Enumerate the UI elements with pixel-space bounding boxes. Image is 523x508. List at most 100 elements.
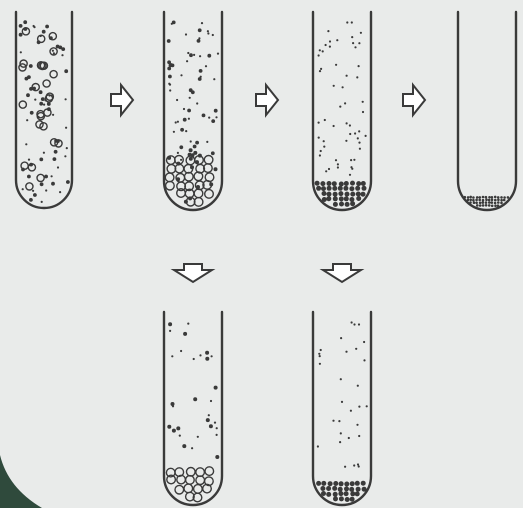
- medium-particle: [172, 429, 176, 433]
- medium-particle: [168, 75, 172, 79]
- medium-particle: [44, 175, 48, 179]
- fine-particle: [500, 202, 503, 205]
- fine-particle: [196, 102, 198, 104]
- medium-particle: [39, 90, 43, 94]
- fine-particle: [357, 463, 359, 465]
- tube-3-medium-settling: [313, 12, 371, 210]
- medium-particle: [343, 186, 348, 191]
- fine-particle: [183, 108, 185, 110]
- medium-particle: [320, 486, 325, 491]
- fine-particle: [482, 201, 485, 204]
- fine-particle: [346, 122, 348, 124]
- fine-particle: [362, 101, 364, 103]
- fine-particle: [340, 378, 342, 380]
- fine-particle: [360, 32, 362, 34]
- fine-particle: [351, 36, 353, 38]
- medium-particle: [333, 481, 338, 486]
- medium-particle: [176, 177, 180, 181]
- medium-particle: [23, 20, 27, 24]
- arrow-1-to-2: [111, 85, 133, 115]
- fine-particle: [43, 104, 45, 106]
- large-particle: [165, 173, 174, 182]
- medium-particle: [361, 181, 366, 186]
- medium-particle: [49, 36, 53, 40]
- fine-particle: [205, 65, 207, 67]
- fine-particle: [329, 46, 331, 48]
- medium-particle: [215, 455, 219, 459]
- medium-particle: [211, 151, 215, 155]
- fine-particle: [177, 152, 179, 154]
- fine-particle: [214, 422, 216, 424]
- medium-particle: [30, 111, 34, 115]
- fine-particle: [351, 168, 353, 170]
- large-particle: [166, 181, 175, 190]
- medium-particle: [350, 491, 355, 496]
- test-tube-outline: [458, 12, 516, 210]
- fine-particle: [497, 196, 500, 199]
- fine-particle: [350, 159, 352, 161]
- fine-particle: [168, 83, 170, 85]
- test-tube-outline: [313, 312, 371, 505]
- medium-particle: [356, 196, 361, 201]
- large-particle: [205, 467, 214, 476]
- fine-particle: [319, 49, 321, 51]
- medium-particle: [326, 196, 331, 201]
- medium-particle: [199, 69, 203, 73]
- medium-particle: [344, 486, 349, 491]
- large-particle: [204, 156, 213, 165]
- fine-particle: [206, 141, 208, 143]
- fine-particle: [491, 201, 494, 204]
- fine-particle: [189, 97, 191, 99]
- medium-particle: [345, 497, 350, 502]
- fine-particle: [476, 196, 479, 199]
- medium-particle: [26, 93, 30, 97]
- fine-particle: [175, 121, 177, 123]
- medium-particle: [191, 153, 195, 157]
- fine-particle: [352, 42, 354, 44]
- fine-particle: [349, 124, 351, 126]
- fine-particle: [342, 86, 344, 88]
- medium-particle: [193, 397, 197, 401]
- medium-particle: [327, 186, 332, 191]
- medium-particle: [66, 180, 70, 184]
- fine-particle: [488, 204, 491, 207]
- tube-contents: [166, 322, 219, 502]
- medium-particle: [356, 181, 361, 186]
- medium-particle: [321, 186, 326, 191]
- fine-particle: [318, 137, 320, 139]
- fine-particle: [333, 125, 335, 127]
- medium-particle: [205, 357, 209, 361]
- fine-particle: [45, 189, 47, 191]
- fine-particle: [52, 114, 54, 116]
- fine-particle: [200, 76, 202, 78]
- medium-particle: [349, 197, 354, 202]
- fine-particle: [356, 76, 358, 78]
- fine-particle: [211, 355, 213, 357]
- fine-particle: [353, 323, 355, 325]
- medium-particle: [176, 426, 180, 430]
- medium-particle: [362, 186, 367, 191]
- medium-particle: [168, 322, 172, 326]
- medium-particle: [338, 186, 343, 191]
- medium-particle: [167, 156, 171, 160]
- fine-particle: [199, 55, 201, 57]
- medium-particle: [361, 192, 366, 197]
- medium-particle: [205, 351, 209, 355]
- medium-particle: [29, 163, 33, 167]
- fine-particle: [332, 420, 334, 422]
- fine-particle: [341, 401, 343, 403]
- medium-particle: [45, 25, 49, 29]
- medium-particle: [338, 487, 343, 492]
- fine-particle: [344, 466, 346, 468]
- medium-particle: [350, 497, 355, 502]
- tube-contents: [315, 21, 367, 207]
- fine-particle: [329, 40, 331, 42]
- fine-particle: [327, 30, 329, 32]
- medium-particle: [198, 154, 202, 158]
- medium-particle: [189, 88, 193, 92]
- fine-particle: [34, 99, 36, 101]
- fine-particle: [26, 119, 28, 121]
- medium-particle: [189, 148, 193, 152]
- fine-particle: [65, 127, 67, 129]
- medium-particle: [47, 102, 51, 106]
